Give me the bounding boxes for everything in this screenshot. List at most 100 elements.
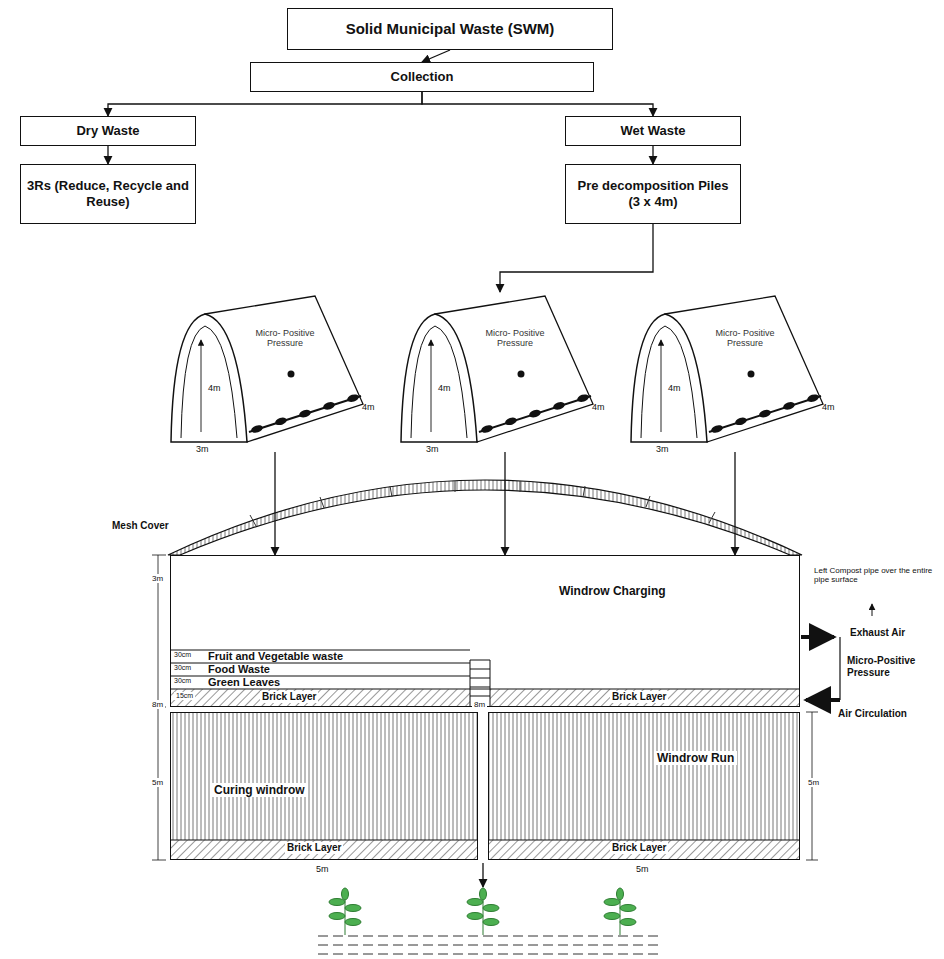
waste-layers <box>170 650 800 706</box>
plants <box>467 913 483 920</box>
node-text: Curing windrow <box>211 783 308 797</box>
curing-windrow: Curing windrow <box>170 712 478 860</box>
process-box: Collection <box>250 62 594 92</box>
pipe <box>249 396 361 432</box>
label: Brick Layer <box>285 842 343 854</box>
ladder <box>470 696 490 697</box>
label: Left Compost pipe over the entire pipe s… <box>814 566 938 584</box>
label: 30cm <box>174 664 191 672</box>
plants <box>604 913 620 920</box>
flow-arrow <box>108 92 422 116</box>
pipe-vent <box>504 416 518 426</box>
output-arrow <box>482 863 483 887</box>
flow-arrow <box>504 452 505 555</box>
plants <box>617 888 624 900</box>
height-arrow <box>431 340 432 432</box>
node-text: Micro- Positive Pressure <box>713 328 777 349</box>
label: 3m <box>656 444 669 454</box>
windrow-run: Windrow Run <box>488 712 800 860</box>
node-text: Collection <box>391 69 454 85</box>
plants <box>467 899 483 906</box>
waste-layers <box>490 689 799 706</box>
pipe-vent <box>710 424 724 434</box>
mesh-cover-dome <box>455 481 456 492</box>
process-box: 3Rs (Reduce, Recycle and Reuse) <box>20 164 196 224</box>
mesh-cover-dome <box>709 512 715 523</box>
plants <box>342 888 349 900</box>
plants <box>480 888 487 900</box>
plants <box>483 919 499 926</box>
dimension-lines <box>806 860 818 861</box>
pipe-vent <box>346 393 360 403</box>
mesh-cover-dome <box>250 515 256 526</box>
pipe-vent <box>250 424 264 434</box>
curing-fill <box>489 840 799 859</box>
plants <box>467 888 499 935</box>
curing-fill <box>171 840 477 859</box>
label: Food Waste <box>208 663 270 676</box>
air-arrows <box>839 637 840 700</box>
label: 4m <box>208 383 221 393</box>
flow-arrow <box>652 146 653 164</box>
output-arrow <box>483 863 484 887</box>
source-box: Solid Municipal Waste (SWM) <box>287 8 613 50</box>
pipe-vent <box>528 408 542 418</box>
flow-arrow <box>422 92 653 116</box>
plants <box>604 888 636 935</box>
vent-hole <box>288 371 295 378</box>
pipe-vent <box>758 408 772 418</box>
label: 5m <box>806 778 821 787</box>
curing-fill <box>489 713 799 840</box>
category-box: Wet Waste <box>565 116 741 146</box>
dimension-lines <box>806 712 818 713</box>
plants <box>345 905 361 912</box>
label: Exhaust Air <box>850 627 905 639</box>
pipe-vent <box>782 401 796 411</box>
air-arrows <box>806 698 840 702</box>
node-text: Windrow Charging <box>556 584 669 598</box>
flow-arrow <box>500 224 653 292</box>
label: 4m <box>438 383 451 393</box>
flow-arrow <box>734 452 735 555</box>
pipe-vent <box>274 416 288 426</box>
height-arrow <box>661 340 662 432</box>
plants <box>604 899 620 906</box>
label: 5m <box>636 864 649 874</box>
label: 3m <box>426 444 439 454</box>
ladder <box>470 660 471 707</box>
node-text: Micro- Positive Pressure <box>253 328 317 349</box>
plants <box>329 888 636 935</box>
pile-outline <box>625 292 835 452</box>
flow-arrow <box>422 50 450 62</box>
plants <box>329 913 345 920</box>
node-text: Micro- Positive Pressure <box>483 328 547 349</box>
label: Micro-Positive Pressure <box>847 655 939 678</box>
ladder <box>490 660 491 707</box>
plants <box>620 919 636 926</box>
air-arrows <box>801 604 872 700</box>
pipe-vent <box>576 393 590 403</box>
label: 8m <box>150 700 165 709</box>
node-text: Pre decomposition Piles (3 x 4m) <box>572 178 734 209</box>
label: 4m <box>592 402 605 412</box>
height-arrow <box>201 340 202 432</box>
plants <box>329 899 345 906</box>
dimension-lines <box>152 555 166 556</box>
pipe-vent <box>552 401 566 411</box>
pile-front <box>631 314 707 442</box>
mesh-cover-dome <box>250 481 715 526</box>
label: 4m <box>362 402 375 412</box>
soil-lines <box>318 936 660 954</box>
label: Fruit and Vegetable waste <box>208 650 343 663</box>
soil-lines <box>318 954 660 955</box>
waste-layers <box>171 689 470 706</box>
pile-front <box>171 314 247 442</box>
mesh-cover-dome <box>168 480 802 555</box>
compost-pile: Micro- Positive Pressure <box>165 292 375 452</box>
mesh-cover-dome <box>646 496 650 507</box>
soil-lines <box>318 936 660 937</box>
pipe-vent <box>322 401 336 411</box>
flow-arrow <box>274 452 275 555</box>
label: Mesh Cover <box>112 520 169 532</box>
pile-front-inner <box>181 326 237 438</box>
